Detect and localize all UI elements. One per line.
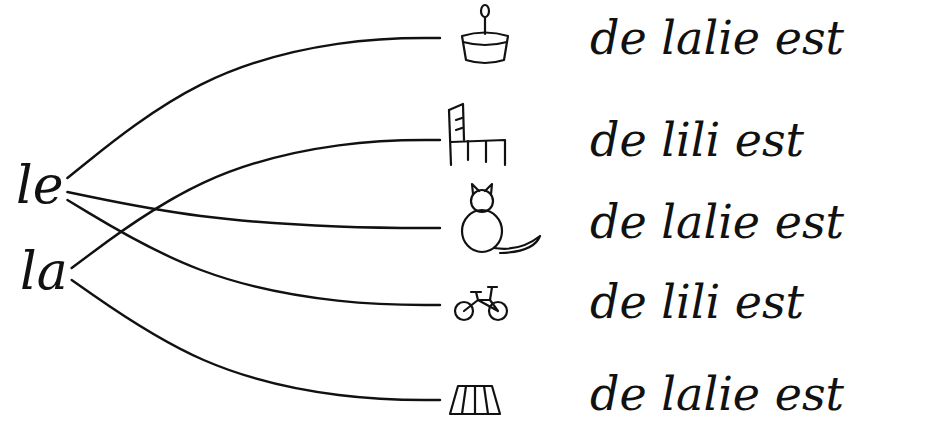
article-text: la bbox=[16, 241, 72, 302]
bicycle-picture bbox=[455, 287, 507, 320]
matching-line bbox=[67, 192, 440, 228]
picture-row: de lalie est bbox=[440, 367, 844, 422]
matching-line bbox=[72, 140, 440, 268]
matching-line bbox=[67, 38, 440, 178]
sentence-text: de lili est bbox=[590, 113, 804, 168]
chair-picture bbox=[449, 104, 505, 165]
picture-row: de lalie est bbox=[440, 11, 844, 66]
picture-row: de lili est bbox=[440, 113, 804, 168]
picture-row: de lili est bbox=[440, 275, 804, 330]
matching-line bbox=[72, 280, 440, 400]
basket-picture bbox=[462, 5, 508, 63]
article-word: le bbox=[12, 155, 67, 216]
sentence-text: de lalie est bbox=[590, 195, 844, 250]
picture-row: de lalie est bbox=[440, 195, 844, 250]
skirt-picture bbox=[450, 386, 500, 414]
sentence-text: de lalie est bbox=[590, 367, 844, 422]
cat-picture bbox=[462, 184, 540, 253]
article-word: la bbox=[16, 241, 72, 302]
matching-line bbox=[67, 200, 440, 305]
sentence-text: de lili est bbox=[590, 275, 804, 330]
sentence-text: de lalie est bbox=[590, 11, 844, 66]
article-text: le bbox=[12, 155, 67, 216]
